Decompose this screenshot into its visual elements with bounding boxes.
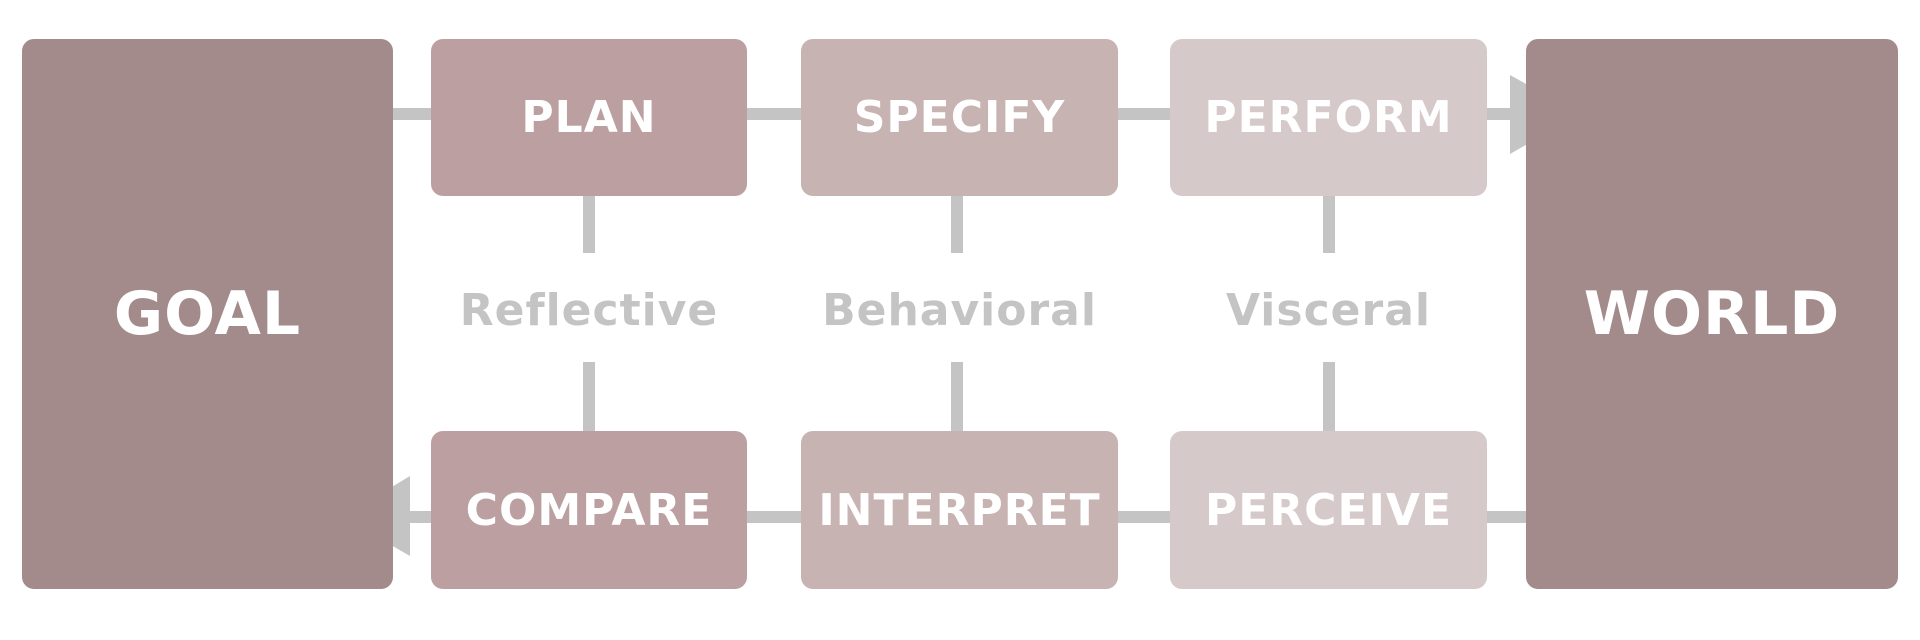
world-box: WORLD: [1526, 39, 1898, 589]
compare-box: COMPARE: [431, 431, 747, 589]
perform-box: PERFORM: [1170, 39, 1487, 196]
connector-plan-reflective: [583, 195, 595, 253]
connector-perceive-interpret: [1117, 511, 1171, 523]
specify-box: SPECIFY: [801, 39, 1118, 196]
specify-label: SPECIFY: [853, 92, 1066, 143]
visceral-label: Visceral: [1226, 284, 1431, 336]
perceive-box: PERCEIVE: [1170, 431, 1487, 589]
goal-box: GOAL: [22, 39, 393, 589]
perceive-label: PERCEIVE: [1204, 484, 1452, 536]
connector-reflective-compare: [583, 362, 595, 432]
reflective-label: Reflective: [459, 284, 719, 336]
connector-behavioral-interpret: [951, 362, 963, 432]
level-visceral: Visceral: [1170, 270, 1487, 350]
interpret-box: INTERPRET: [801, 431, 1118, 589]
behavioral-label: Behavioral: [822, 284, 1097, 336]
level-reflective: Reflective: [431, 270, 747, 350]
plan-label: PLAN: [521, 92, 657, 143]
connector-interpret-compare: [746, 511, 802, 523]
world-label: WORLD: [1583, 279, 1841, 349]
connector-plan-specify: [746, 108, 802, 120]
compare-label: COMPARE: [465, 484, 713, 536]
connector-visceral-perceive: [1323, 362, 1335, 432]
level-behavioral: Behavioral: [801, 270, 1118, 350]
connector-perform-world: [1486, 108, 1510, 120]
connector-specify-behavioral: [951, 195, 963, 253]
connector-world-perceive: [1486, 511, 1526, 523]
connector-specify-perform: [1117, 108, 1171, 120]
connector-perform-visceral: [1323, 195, 1335, 253]
connector-compare-goal: [410, 511, 432, 523]
goal-label: GOAL: [113, 279, 302, 349]
perform-label: PERFORM: [1204, 92, 1453, 143]
connector-goal-plan: [392, 108, 432, 120]
interpret-label: INTERPRET: [818, 484, 1101, 536]
plan-box: PLAN: [431, 39, 747, 196]
